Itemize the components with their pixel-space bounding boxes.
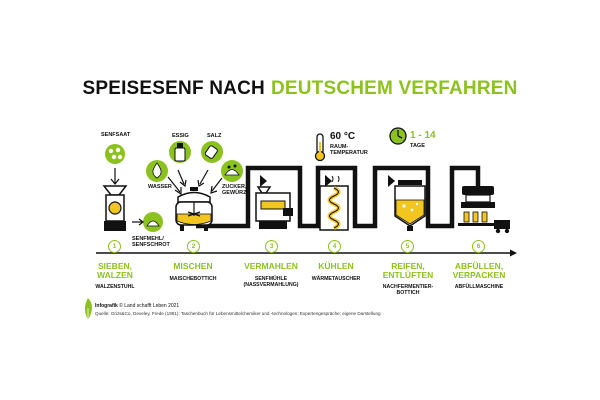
duration-value: 1 - 14 [410,130,436,141]
step-title: SIEBEN, WALZEN [97,261,133,280]
leaf-logo-icon [85,298,92,320]
step-number: 6 [472,240,485,253]
title-part-green: DEUTSCHEM VERFAHREN [270,78,518,99]
pipeline [196,165,481,229]
label-senfmehl: SENFMEHL/ SENFSCHROT [132,236,170,249]
step-subtitle: ABFÜLLMASCHINE [454,284,504,290]
thermometer-icon [314,133,326,162]
temperature-label: RAUM- TEMPERATUR [330,144,368,157]
duration-label: TAGE [410,143,425,149]
label-wasser: WASSER [148,184,172,190]
step-subtitle: MAISCHEBOTTICH [169,276,217,282]
step-number: 2 [187,240,200,253]
mustard-mill-icon [255,186,293,229]
water-drop-icon [146,160,168,182]
heat-exchanger-icon [319,175,349,231]
step-number: 5 [401,240,414,253]
step-title: MISCHEN [173,261,213,271]
step-number: 1 [108,240,121,253]
fermentation-tank-icon [394,180,426,231]
sugar-spices-icon [221,160,243,182]
step-title: VERMAHLEN [244,261,298,271]
clock-icon [389,127,407,145]
filling-machine-icon [458,186,510,234]
step-title: ABFÜLLEN, VERPACKEN [452,261,506,280]
source-line: Quelle: Grizs&Co, Develey, Frede (1991):… [95,311,381,316]
label-essig: ESSIG [172,133,189,139]
credit-prefix: Infografik [95,303,118,309]
title-part-black: SPEISESENF NACH [82,78,265,99]
label-zucker-gewuerze: ZUCKER, GEWÜRZE [222,184,251,197]
label-salz: SALZ [207,133,222,139]
step-subtitle: WÄRMETAUSCHER [311,276,361,282]
salt-shaker-icon [201,141,223,163]
credit-text: © Land schafft Leben 2021 [119,303,180,309]
label-senfsaat: SENFSAAT [101,132,131,138]
step-number: 4 [328,240,341,253]
ingredient-arrows [110,168,223,226]
step-number: 3 [265,240,278,253]
mixing-vat-icon [175,187,213,231]
step-subtitle: SENFMÜHLE (NASSVERMAHLUNG) [243,276,299,289]
timeline-axis [96,249,517,257]
roller-mill-icon [102,185,128,231]
seed-icon [105,144,125,164]
step-subtitle: WALZENSTUHL [95,284,135,290]
step-title: REIFEN, ENTLÜFTEN [382,261,434,280]
temperature-value: 60 °C [330,131,356,142]
step-subtitle: NACHFERMENTIER- BOTTICH [382,284,434,297]
vinegar-bottle-icon [169,141,191,163]
credit-line: Infografik © Land schafft Leben 2021 [95,303,179,309]
mustard-flour-icon [143,212,163,232]
step-title: KÜHLEN [318,261,354,271]
